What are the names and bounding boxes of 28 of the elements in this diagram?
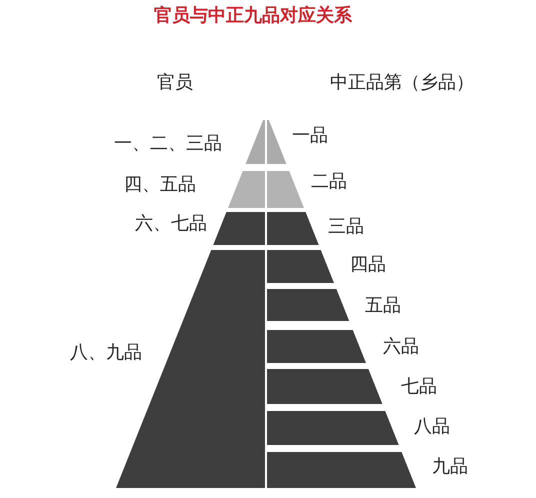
rank-label: 四、五品 [124, 174, 196, 196]
rank-label: 八品 [414, 416, 450, 438]
column-heading: 官员 [157, 72, 193, 94]
rank-label: 二品 [311, 171, 347, 193]
rank-label: 四品 [350, 254, 386, 276]
pyramid-band [267, 330, 366, 363]
rank-label: 九品 [432, 456, 468, 478]
pyramid-band [267, 369, 383, 404]
rank-label: 一品 [292, 125, 328, 147]
pyramid-band [267, 250, 334, 283]
pyramid-band [267, 212, 319, 245]
pyramid-band [267, 171, 304, 208]
rank-label: 六品 [383, 336, 419, 358]
rank-label: 八、九品 [70, 342, 142, 364]
rank-label: 一、二、三品 [114, 133, 222, 155]
pyramid-band [267, 452, 416, 488]
pyramid-band [228, 171, 265, 208]
column-heading: 中正品第（乡品） [330, 72, 474, 94]
rank-label: 七品 [401, 376, 437, 398]
pyramid-band [245, 120, 265, 164]
rank-label: 三品 [328, 216, 364, 238]
pyramid-band [267, 289, 350, 321]
title: 官员与中正九品对应关系 [154, 5, 352, 27]
pyramid-band [213, 212, 265, 245]
pyramid-band [267, 120, 287, 164]
pyramid-band [267, 411, 399, 445]
rank-label: 六、七品 [135, 213, 207, 235]
rank-label: 五品 [365, 295, 401, 317]
